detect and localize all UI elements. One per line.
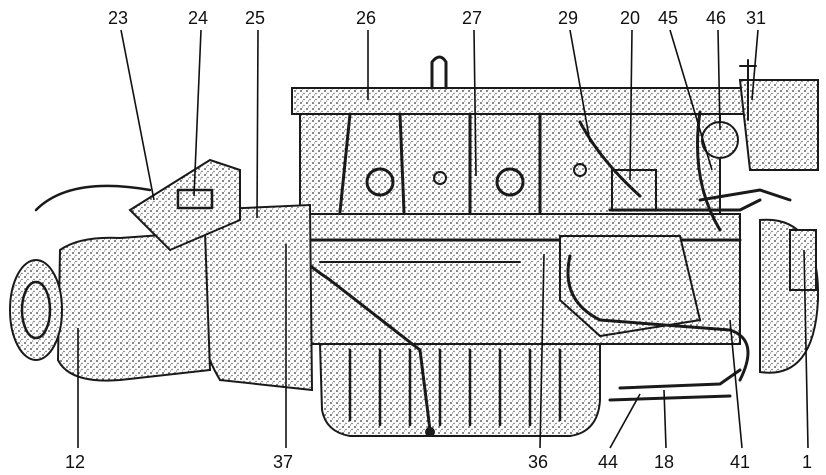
label-26: 26 — [356, 8, 376, 28]
part-labels: 23 24 25 26 27 29 20 45 46 31 12 37 36 4… — [65, 8, 812, 472]
label-29: 29 — [558, 8, 578, 28]
injection-pump — [559, 235, 702, 338]
label-12: 12 — [65, 452, 85, 472]
rocker-cover — [291, 87, 753, 115]
label-46: 46 — [706, 8, 726, 28]
head-plugs — [365, 163, 587, 197]
leader-lines — [77, 29, 809, 449]
label-36: 36 — [528, 452, 548, 472]
label-37: 37 — [273, 452, 293, 472]
front-pulley — [789, 229, 817, 291]
label-24: 24 — [188, 8, 208, 28]
lifting-eye — [430, 55, 448, 90]
label-23: 23 — [108, 8, 128, 28]
drain-plug — [425, 427, 435, 437]
label-31: 31 — [746, 8, 766, 28]
label-25: 25 — [245, 8, 265, 28]
label-27: 27 — [462, 8, 482, 28]
label-20: 20 — [620, 8, 640, 28]
oil-sump — [318, 343, 601, 437]
label-44: 44 — [598, 452, 618, 472]
engine-drawing — [9, 55, 820, 437]
label-45: 45 — [658, 8, 678, 28]
label-1: 1 — [802, 452, 812, 472]
gearbox — [56, 230, 212, 382]
heat-exchanger — [738, 79, 819, 171]
output-coupling — [9, 259, 63, 361]
label-18: 18 — [654, 452, 674, 472]
label-41: 41 — [730, 452, 750, 472]
gearbox-control — [128, 158, 241, 252]
